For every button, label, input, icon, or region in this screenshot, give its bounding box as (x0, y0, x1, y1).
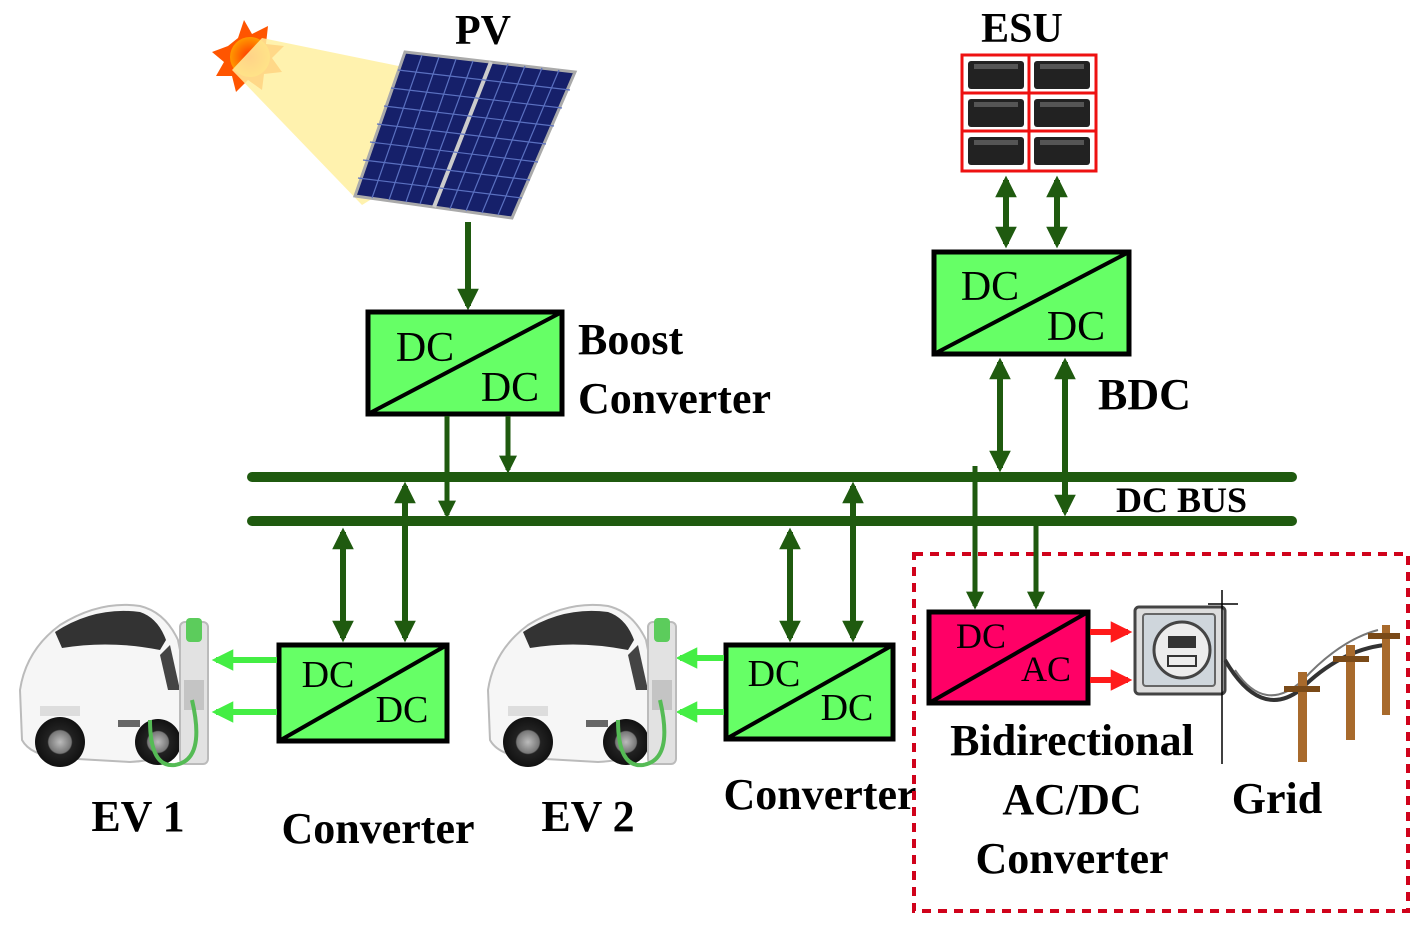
bidirectional-label-line2: AC/DC (1002, 775, 1141, 824)
ev2-car-icon (486, 603, 660, 767)
dc-bus-label: DC BUS (1116, 480, 1247, 520)
ev2-conv-in-text: DC (748, 653, 801, 695)
bdc-in-text: DC (961, 264, 1019, 310)
bdc-label: BDC (1098, 370, 1191, 419)
power-line-icon (1223, 625, 1400, 762)
ev2-conv-out-text: DC (821, 687, 874, 729)
boost-converter-box: DC DC (365, 309, 565, 417)
ev1-conv-out-text: DC (376, 689, 429, 731)
ev1-converter-label: Converter (281, 804, 474, 853)
ev2-converter-label: Converter (723, 770, 916, 819)
bidirectional-label-line3: Converter (975, 834, 1168, 883)
pv-label: PV (455, 8, 511, 54)
bidirectional-label-line1: Bidirectional (950, 716, 1194, 765)
acdc-out-text: AC (1021, 649, 1071, 689)
ev1-label: EV 1 (91, 792, 184, 841)
acdc-in-text: DC (956, 616, 1006, 656)
grid-label: Grid (1232, 774, 1322, 823)
ev2-converter-box: DC DC (723, 642, 896, 742)
boost-out-text: DC (481, 365, 539, 411)
bdc-converter-box: DC DC (931, 249, 1132, 357)
grid-zone-dashed-border (912, 552, 1410, 913)
ev1-converter-box: DC DC (276, 642, 450, 744)
meter-icon (1133, 590, 1238, 764)
acdc-converter-box: DC AC (926, 609, 1091, 706)
boost-converter-label-line2: Converter (578, 374, 771, 423)
ev1-car-icon (18, 603, 192, 767)
boost-converter-label-line1: Boost (578, 315, 683, 364)
boost-in-text: DC (396, 325, 454, 371)
ev1-conv-in-text: DC (302, 654, 355, 696)
bdc-out-text: DC (1047, 304, 1105, 350)
esu-label: ESU (981, 6, 1063, 52)
ev1-charger-icon (148, 618, 209, 768)
ev2-charger-icon (616, 618, 677, 768)
solar-panel-icon (352, 50, 578, 220)
ev2-label: EV 2 (541, 792, 634, 841)
battery-bank-icon (960, 53, 1098, 173)
